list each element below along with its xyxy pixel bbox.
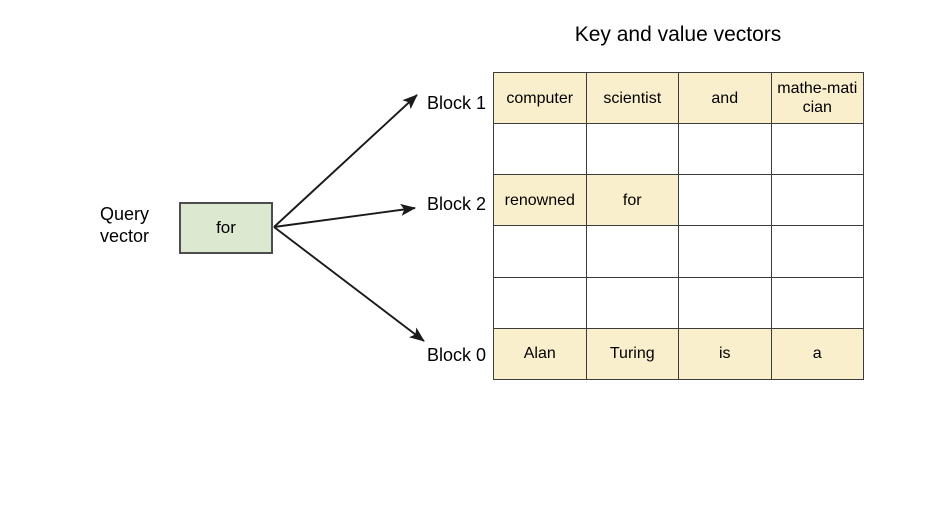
table-cell[interactable] — [585, 225, 679, 278]
table-cell[interactable] — [678, 225, 772, 278]
table-cell[interactable] — [678, 276, 772, 329]
table-cell[interactable] — [678, 174, 772, 227]
arrow-to-block-1 — [273, 94, 418, 228]
table-cell[interactable] — [678, 123, 772, 176]
table-cell[interactable] — [585, 276, 679, 329]
block-label-block-1: Block 1 — [426, 93, 486, 113]
table-cell[interactable]: mathe-matician — [770, 71, 864, 125]
table-cell[interactable]: scientist — [585, 71, 679, 125]
table-cell[interactable]: and — [678, 71, 772, 125]
block-label-block-2: Block 2 — [426, 194, 486, 214]
table-cell[interactable] — [493, 276, 587, 329]
table-cell[interactable]: Alan — [493, 327, 587, 381]
table-cell[interactable]: for — [585, 174, 679, 227]
table-cell[interactable] — [770, 123, 864, 176]
table-cell[interactable] — [770, 225, 864, 278]
table-row — [493, 276, 864, 329]
table-cell[interactable]: computer — [493, 71, 587, 125]
table-cell[interactable]: is — [678, 327, 772, 381]
query-vector-label-line1: Query — [100, 204, 150, 224]
table-cell[interactable] — [585, 123, 679, 176]
table-row — [493, 225, 864, 278]
query-vector-box[interactable]: for — [179, 202, 273, 254]
block-label-block-0: Block 0 — [426, 345, 486, 365]
page-title: Key and value vectors — [574, 23, 782, 46]
table-row — [493, 123, 864, 176]
arrow-to-block-0 — [273, 226, 425, 342]
table-cell[interactable] — [493, 123, 587, 176]
table-cell[interactable] — [770, 276, 864, 329]
table-cell[interactable]: Turing — [585, 327, 679, 381]
table-cell[interactable] — [770, 174, 864, 227]
query-vector-label: Query vector — [100, 203, 174, 247]
query-vector-value: for — [216, 218, 236, 237]
query-vector-label-line2: vector — [100, 226, 150, 246]
table-cell[interactable]: renowned — [493, 174, 587, 227]
arrow-to-block-2 — [273, 203, 416, 228]
table-cell[interactable] — [493, 225, 587, 278]
table-cell[interactable]: a — [770, 327, 864, 381]
